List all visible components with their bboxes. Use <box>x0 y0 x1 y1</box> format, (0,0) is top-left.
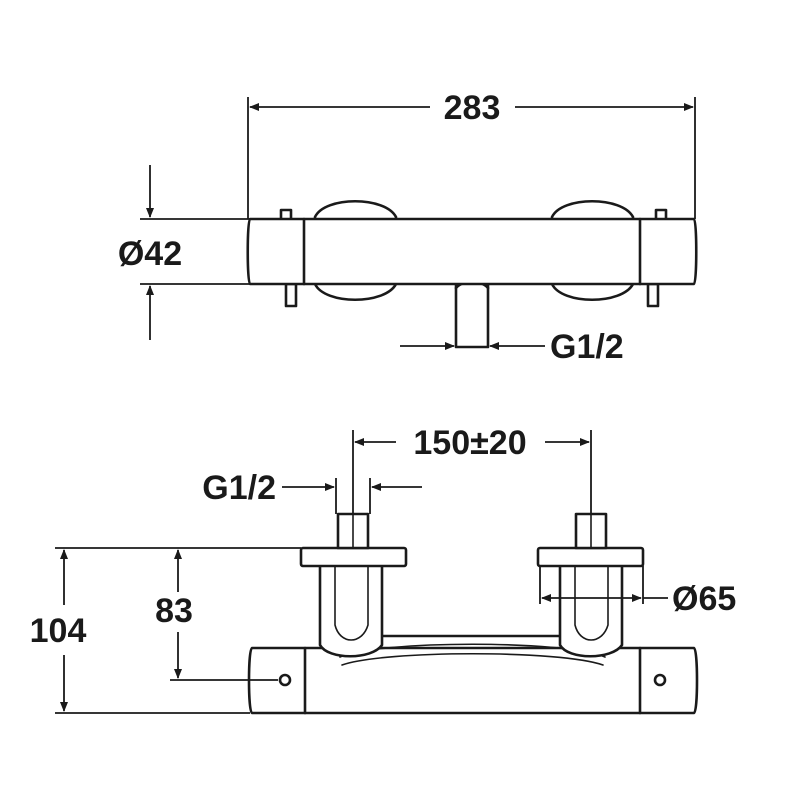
mixer-body-top <box>246 217 698 286</box>
dim-label-total-height: 104 <box>30 612 87 650</box>
dim-label-cover-diameter: Ø65 <box>672 580 736 618</box>
dim-label-outlet-thread: G1/2 <box>550 328 624 366</box>
front-view: 150±20 G1/2 Ø65 104 83 <box>30 424 736 715</box>
left-cover-plate <box>299 546 408 568</box>
left-bottom-pin <box>284 282 298 308</box>
right-end-hole <box>653 673 667 687</box>
right-cover-plate <box>536 546 645 568</box>
left-inlet-arm <box>318 563 384 658</box>
dim-label-inlet-spacing: 150±20 <box>413 424 526 462</box>
right-inlet-arm <box>558 563 624 658</box>
right-inlet-curve <box>574 564 609 641</box>
dim-label-overall-width: 283 <box>444 89 501 127</box>
bridge-curve-bottom <box>341 652 604 666</box>
left-inlet-curve <box>334 564 369 641</box>
right-bottom-pin <box>646 282 660 308</box>
left-end-hole <box>278 673 292 687</box>
outlet-stub-top <box>454 279 490 349</box>
dim-label-inlet-thread: G1/2 <box>202 469 276 507</box>
mixer-body-front <box>247 646 699 715</box>
dim-label-body-diameter: Ø42 <box>118 235 182 273</box>
dim-label-inlet-height: 83 <box>155 592 193 630</box>
top-view: 283 Ø42 G1/2 <box>118 89 698 366</box>
